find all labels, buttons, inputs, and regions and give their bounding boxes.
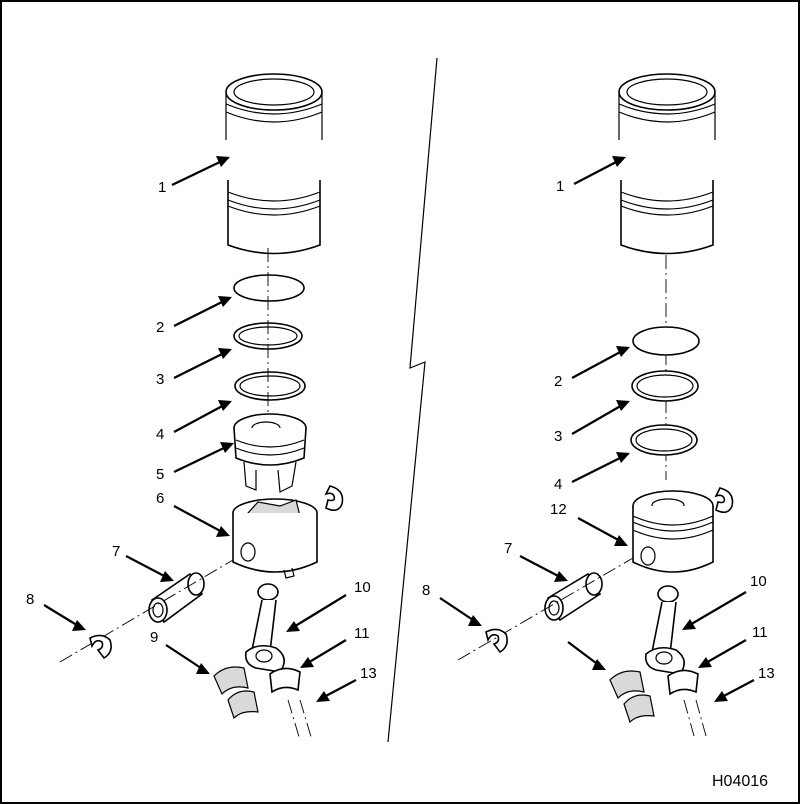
callout-3-right: 3 (554, 428, 562, 445)
bearing-shell-upper-left (213, 666, 249, 696)
rod-cap-right (667, 669, 699, 696)
connecting-rod-left (244, 583, 285, 673)
callout-2-left: 2 (156, 319, 164, 336)
callout-3-left: 3 (156, 371, 164, 388)
callout-5-left: 5 (156, 466, 164, 483)
cylinder-liner-left (225, 73, 323, 255)
cylinder-liner-right (618, 73, 716, 255)
bearing-shell-upper-right (609, 670, 645, 700)
callout-6-left: 6 (156, 490, 164, 507)
right-view (457, 73, 734, 737)
piston-ring-middle-right (631, 370, 699, 402)
piston-crown-left (233, 413, 307, 493)
one-piece-piston-right (632, 490, 714, 573)
rod-cap-left (269, 667, 301, 694)
bearing-shell-lower-right (623, 694, 655, 724)
piston-ring-top-left (233, 274, 305, 302)
snap-ring-lower-left (89, 634, 112, 660)
callout-7-left: 7 (112, 543, 120, 560)
view-break-line (387, 57, 438, 743)
callout-13-right: 13 (758, 665, 775, 682)
callout-8-right: 8 (422, 582, 430, 599)
callout-10-left: 10 (354, 579, 371, 596)
callout-9-left: 9 (150, 629, 158, 646)
callout-11-right: 11 (752, 624, 768, 641)
callout-arrows (43, 156, 755, 702)
callout-12-right: 12 (550, 501, 567, 518)
callout-1-left: 1 (158, 179, 166, 196)
left-view (59, 73, 344, 741)
piston-ring-top-right (632, 326, 700, 356)
piston-skirt-left (232, 498, 318, 579)
callout-10-right: 10 (750, 573, 767, 590)
bearing-shell-lower-left (227, 690, 259, 720)
callout-labels-left: 1 2 3 4 5 6 7 8 9 10 11 13 (26, 179, 377, 682)
callout-4-left: 4 (156, 426, 164, 443)
snap-ring-lower-right (485, 628, 508, 654)
callout-1-right: 1 (556, 178, 564, 195)
snap-ring-upper-right (714, 487, 734, 514)
callout-4-right: 4 (554, 476, 562, 493)
callout-7-right: 7 (504, 540, 512, 557)
callout-13-left: 13 (360, 665, 377, 682)
piston-ring-oil-right (630, 424, 698, 456)
connecting-rod-right (644, 585, 685, 675)
piston-ring-oil-left (234, 371, 306, 401)
callout-labels-right: 1 2 3 4 12 7 8 10 11 13 (422, 178, 775, 682)
piston-pin-right (544, 572, 603, 622)
figure-id-label: H04016 (712, 773, 768, 790)
callout-8-left: 8 (26, 591, 34, 608)
callout-11-left: 11 (354, 625, 370, 642)
snap-ring-upper-left (324, 485, 344, 512)
callout-2-right: 2 (554, 373, 562, 390)
